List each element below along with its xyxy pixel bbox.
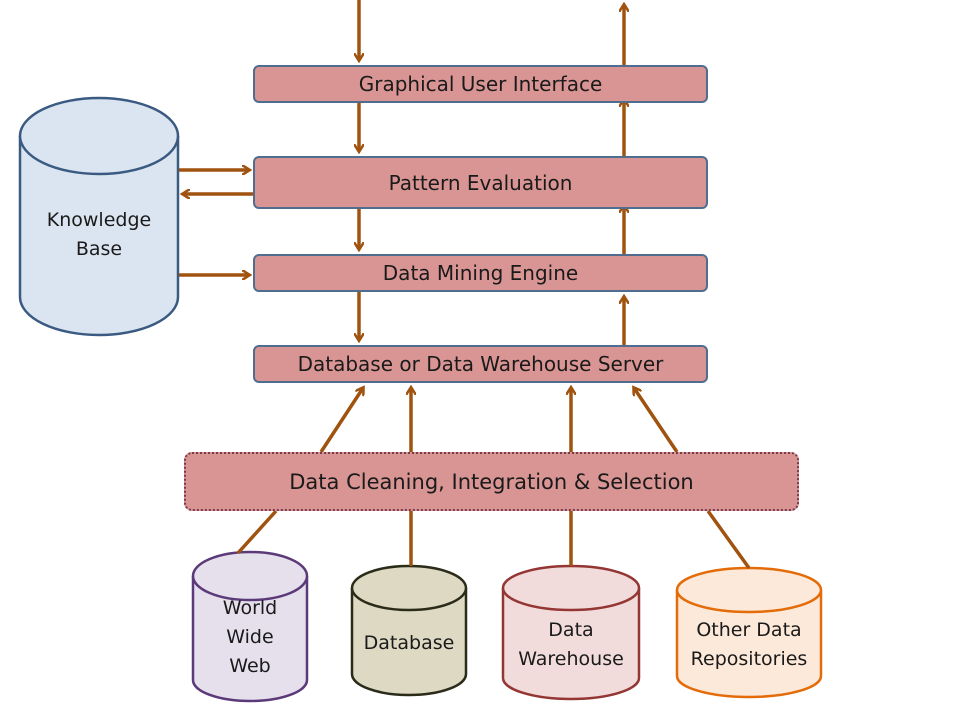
knowledge-base-label: Knowledge Base <box>46 209 152 260</box>
www-label: World Wide Web <box>222 596 278 677</box>
arrow-cleaning-to-server-1 <box>319 388 363 453</box>
pattern-evaluation-box: Pattern Evaluation <box>253 156 708 209</box>
data-cleaning-box: Data Cleaning, Integration & Selection <box>184 452 799 511</box>
www-cylinder <box>191 550 309 703</box>
other-repositories-cylinder <box>675 566 823 699</box>
data-mining-engine-box: Data Mining Engine <box>253 254 708 292</box>
arrow-cleaning-to-server-4 <box>634 388 679 453</box>
knowledge-base-cylinder <box>18 96 180 337</box>
link-www-to-cleaning <box>236 509 278 555</box>
data-warehouse-cylinder <box>501 564 641 701</box>
database-label: Database <box>363 631 455 654</box>
gui-box: Graphical User Interface <box>253 65 708 103</box>
data-warehouse-label: Data Warehouse <box>518 619 624 670</box>
database-server-box: Database or Data Warehouse Server <box>253 345 708 383</box>
other-repositories-label: Other Data Repositories <box>690 619 808 670</box>
link-other-to-cleaning <box>706 509 751 570</box>
database-cylinder <box>350 564 468 697</box>
